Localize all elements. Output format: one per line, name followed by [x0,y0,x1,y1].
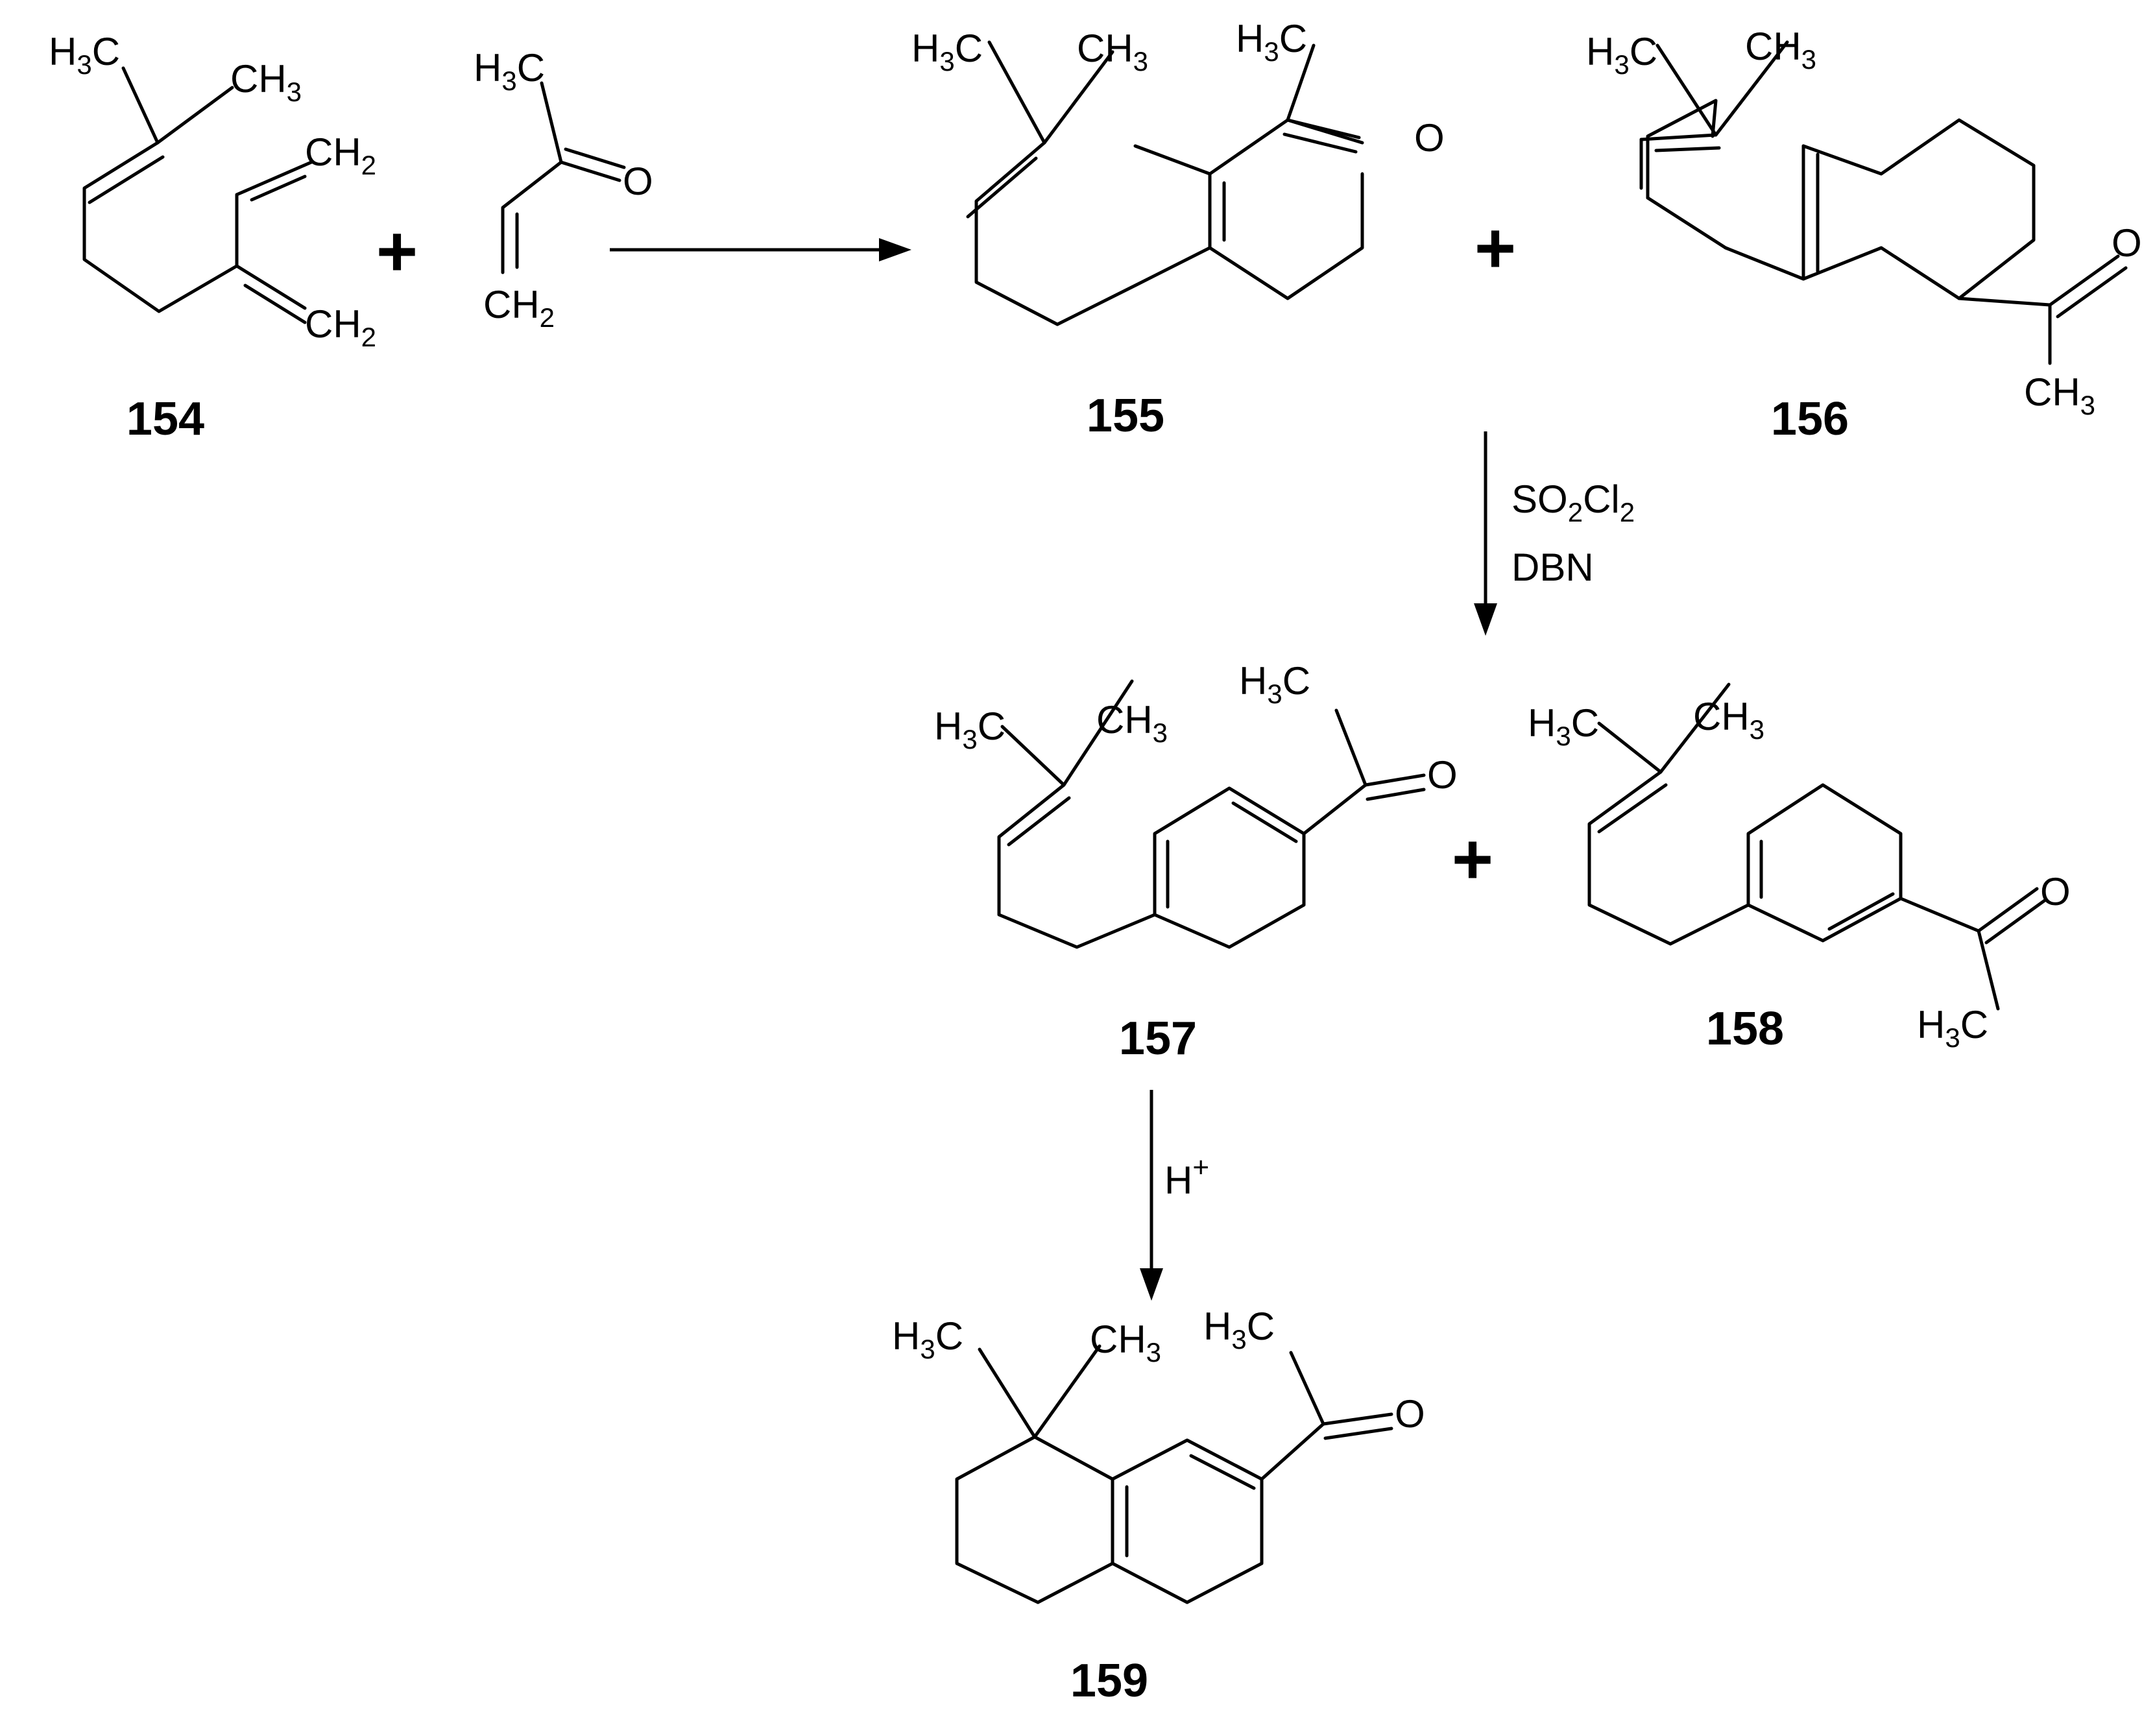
ch3-label: CH3 [1090,1318,1161,1368]
compound-154-label: 154 [126,393,204,445]
oxygen-label: O [623,160,653,203]
h3c-label: H3C [1203,1305,1275,1355]
compound-159-label: 159 [1070,1655,1148,1707]
plus-sign: + [1475,208,1516,288]
h3c-label: H3C [934,705,1005,754]
h3c-label: H3C [474,46,545,96]
compound-155-structure: H3C CH3 H3C O [911,17,1445,326]
oxygen-label: O [2112,221,2142,265]
ch3-label: CH3 [1096,698,1168,748]
ch3-label: CH3 [230,57,302,107]
h3c-label: H3C [911,27,983,77]
oxygen-label: O [2040,870,2071,913]
compound-158-label: 158 [1706,1003,1784,1055]
h3c-label: H3C [1236,17,1307,67]
ch3-label: CH3 [2024,370,2095,420]
h3c-label: H3C [1917,1003,1988,1053]
oxygen-label: O [1414,116,1445,160]
compound-156-structure: H3C CH3 O CH3 [1586,25,2142,420]
compound-157-structure: H3C CH3 H3C O [934,659,1458,949]
h3c-label: H3C [1586,30,1657,80]
reaction-arrow [1140,1090,1163,1301]
h3c-label: H3C [49,30,120,80]
reaction-arrow [610,238,911,261]
ch3-label: CH3 [1077,27,1148,77]
h3c-label: H3C [892,1314,963,1364]
reagent-acid: H+ [1164,1151,1209,1202]
ch2-label: CH2 [483,283,555,333]
compound-158-structure: H3C CH3 O H3C [1528,682,2071,1053]
oxygen-label: O [1427,753,1458,797]
methyl-vinyl-ketone-structure: H3C O CH2 [474,46,653,333]
reaction-arrow [1474,431,1497,636]
compound-159-structure: H3C CH3 H3C O [892,1305,1425,1604]
h3c-label: H3C [1528,701,1599,751]
ch2-label: CH2 [305,302,376,352]
compound-154-structure: H3C CH3 CH2 CH2 [49,30,376,352]
oxygen-label: O [1395,1392,1425,1436]
reagent-dbn: DBN [1511,546,1594,589]
plus-sign: + [376,211,418,291]
ch3-label: CH3 [1745,25,1816,75]
plus-sign: + [1452,819,1493,899]
compound-155-label: 155 [1087,390,1164,442]
compound-156-label: 156 [1771,393,1849,445]
ch3-label: CH3 [1693,695,1764,745]
ch2-label: CH2 [305,130,376,180]
reagent-so2cl2: SO2Cl2 [1511,477,1635,527]
h3c-label: H3C [1239,659,1310,709]
compound-157-label: 157 [1119,1013,1197,1065]
